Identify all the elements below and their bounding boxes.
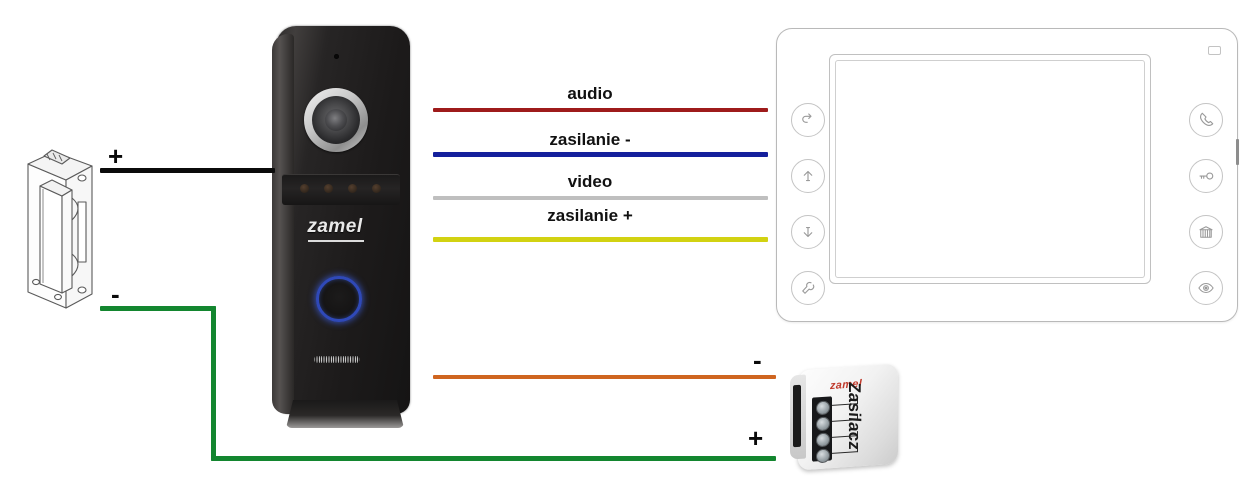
arrow-down-icon [799,223,817,241]
monitor-button-up[interactable] [791,159,825,193]
return-arrow-icon [799,111,817,129]
monitor-screen-surface [835,60,1145,278]
ir-led-icon [324,184,333,193]
power-supply-label: Zasilacz [845,381,864,451]
ir-led-icon [348,184,357,193]
eye-icon [1197,279,1215,297]
monitor-side-port [1236,139,1239,165]
call-button[interactable] [316,276,362,322]
wire-strike-minus-h-top [100,306,216,311]
wire-strike-plus [100,168,275,173]
monitor-button-monitor[interactable] [1189,271,1223,305]
terminal-screw [816,400,830,416]
wire-psu-minus [433,375,776,379]
wire-power-plus [433,237,768,242]
wire-label-power-plus: zasilanie + [547,206,633,225]
monitor-button-return[interactable] [791,103,825,137]
infrared-led-strip [282,174,400,205]
phone-handset-icon [1197,111,1215,129]
wall-mount-base [286,400,404,428]
ir-led-icon [372,184,381,193]
polarity-marker-strike-minus: - [111,279,120,309]
door-station-brand-logo: zamel [307,216,363,237]
outdoor-door-station: zamel [268,26,428,428]
door-station-side-bevel [272,34,294,414]
monitor-button-unlock[interactable] [1189,159,1223,193]
wire-label-video: video [567,172,613,191]
terminal-screw [816,416,830,432]
wrench-icon [799,279,817,297]
wire-power-minus [433,152,768,157]
wire-audio [433,108,768,112]
wire-strike-minus-vertical [211,306,216,461]
wire-label-audio: audio [567,84,613,103]
camera-bezel-ring [304,88,368,152]
polarity-marker-psu-plus: + [748,423,764,453]
polarity-marker-strike-plus: + [108,141,124,171]
polarity-marker-psu-minus: - [753,345,762,375]
key-icon [1197,167,1215,185]
electric-door-strike [14,142,114,312]
brand-logo-underline [308,240,364,242]
monitor-button-down[interactable] [791,215,825,249]
monitor-button-talk[interactable] [1189,103,1223,137]
power-supply-vent-slot [793,384,801,448]
monitor-button-settings[interactable] [791,271,825,305]
camera-lens-glass [325,109,347,131]
arrow-up-icon [799,167,817,185]
monitor-button-gate[interactable] [1189,215,1223,249]
power-supply-module: zamel Zasilacz [790,363,902,473]
gate-icon [1197,223,1215,241]
camera-lens [312,96,360,144]
monitor-screen [829,54,1151,284]
speaker-grille [314,356,360,363]
wire-strike-minus-h-bottom [211,456,776,461]
wire-video [433,196,768,200]
terminal-screw [816,432,830,448]
terminal-block [812,396,832,464]
indoor-monitor [776,28,1239,322]
status-led-icon [1208,46,1221,55]
ir-led-icon [300,184,309,193]
wire-label-power-minus: zasilanie - [549,130,631,149]
microphone-hole [334,54,339,59]
